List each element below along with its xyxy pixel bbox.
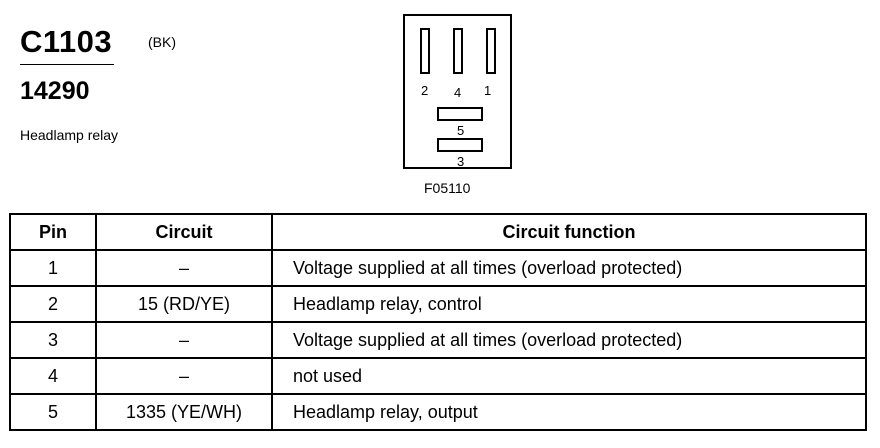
cell-pin: 1 — [9, 249, 97, 287]
table-header-row: Pin Circuit Circuit function — [9, 213, 867, 251]
table-row: 5 1335 (YE/WH) Headlamp relay, output — [9, 393, 867, 431]
pin-label-5: 5 — [457, 123, 465, 138]
header-circuit: Circuit — [95, 213, 273, 251]
pin-label-2: 2 — [421, 83, 429, 98]
cell-function: Headlamp relay, control — [271, 285, 867, 323]
cell-circuit: – — [95, 249, 273, 287]
table-row: 2 15 (RD/YE) Headlamp relay, control — [9, 285, 867, 323]
cell-pin: 5 — [9, 393, 97, 431]
pin-terminal-3 — [437, 138, 483, 152]
connector-color-code: (BK) — [148, 34, 176, 50]
pin-terminal-1 — [486, 28, 496, 74]
connector-face-diagram: 2 4 1 5 3 — [403, 14, 512, 169]
cell-function: Headlamp relay, output — [271, 393, 867, 431]
pin-terminal-4 — [453, 28, 463, 74]
cell-pin: 2 — [9, 285, 97, 323]
pin-label-1: 1 — [484, 83, 492, 98]
figure-code: F05110 — [424, 180, 471, 196]
pin-terminal-2 — [420, 28, 430, 74]
cell-function: not used — [271, 357, 867, 395]
cell-circuit: 15 (RD/YE) — [95, 285, 273, 323]
cell-circuit: – — [95, 357, 273, 395]
cell-pin: 3 — [9, 321, 97, 359]
connector-id: C1103 — [20, 24, 113, 59]
table-row: 1 – Voltage supplied at all times (overl… — [9, 249, 867, 287]
cell-circuit: 1335 (YE/WH) — [95, 393, 273, 431]
table-row: 4 – not used — [9, 357, 867, 395]
connector-description: Headlamp relay — [20, 127, 119, 143]
pin-label-4: 4 — [454, 85, 462, 100]
pin-terminal-5 — [437, 107, 483, 121]
pinout-table: Pin Circuit Circuit function 1 – Voltage… — [9, 213, 867, 431]
cell-pin: 4 — [9, 357, 97, 395]
cell-circuit: – — [95, 321, 273, 359]
table-row: 3 – Voltage supplied at all times (overl… — [9, 321, 867, 359]
header-circuit-function: Circuit function — [271, 213, 867, 251]
cell-function: Voltage supplied at all times (overload … — [271, 321, 867, 359]
title-divider — [20, 64, 114, 65]
cell-function: Voltage supplied at all times (overload … — [271, 249, 867, 287]
header-pin: Pin — [9, 213, 97, 251]
pin-label-3: 3 — [457, 154, 465, 169]
part-number: 14290 — [20, 77, 90, 105]
